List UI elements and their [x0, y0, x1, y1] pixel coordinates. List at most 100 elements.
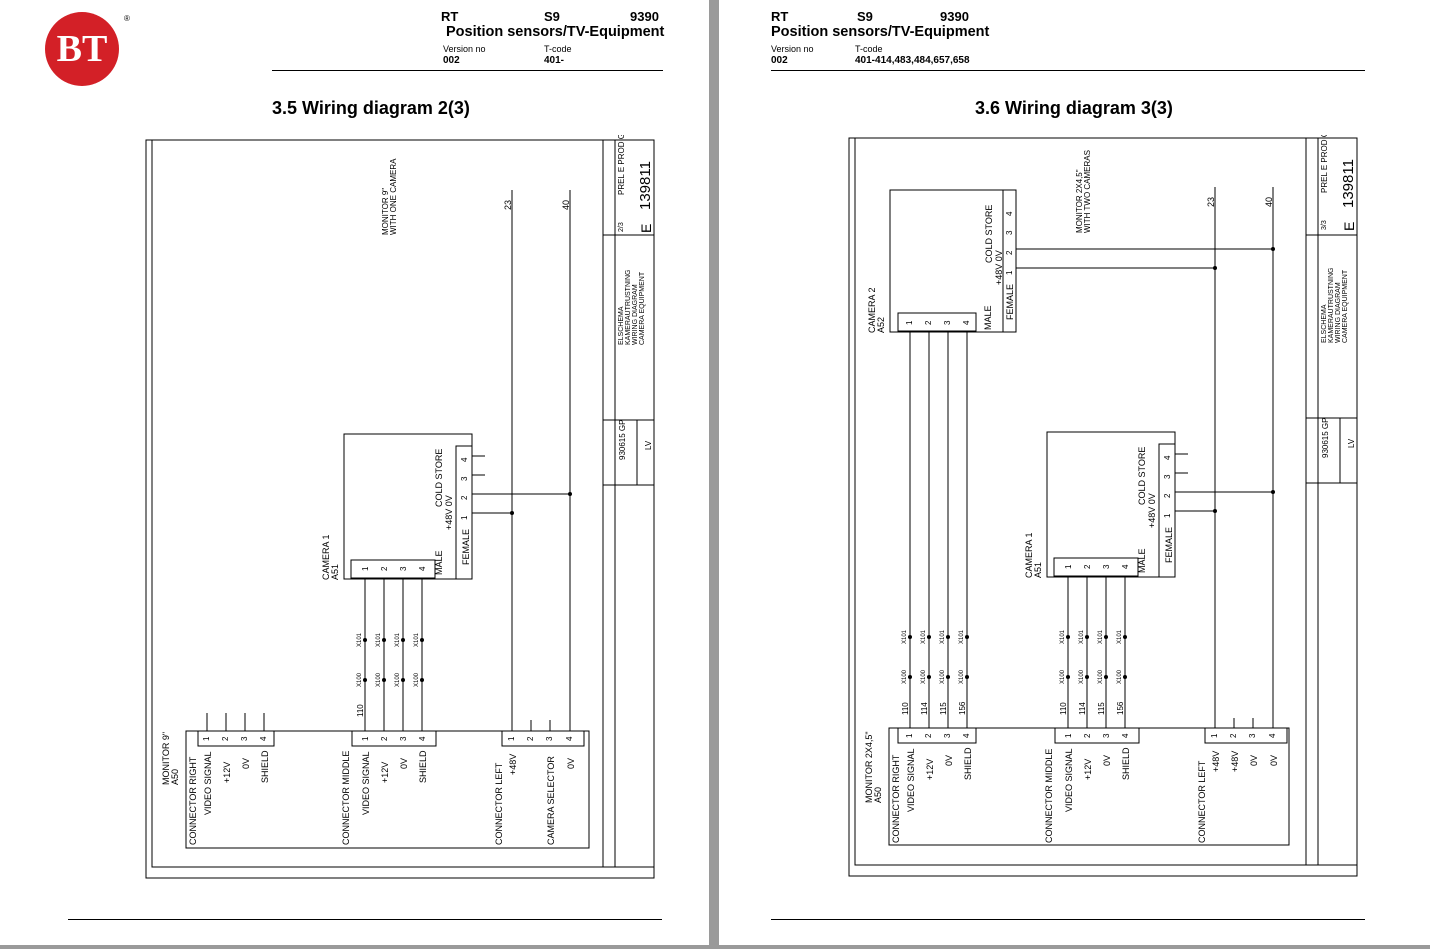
cr-label-4: SHIELD	[260, 750, 270, 783]
camera1-ref: A51	[1033, 562, 1043, 578]
cl-label-4: 0V	[1269, 755, 1279, 766]
rcable-1: 110	[901, 702, 910, 715]
female-pin-4: 4	[460, 457, 469, 462]
section-title: 3.5 Wiring diagram 2(3)	[272, 98, 470, 118]
rx100-2: X100	[921, 669, 927, 684]
version-label: Version no	[771, 44, 814, 54]
cr-label-3: 0V	[241, 758, 251, 769]
monitor-name: MONITOR 9"	[161, 732, 171, 785]
female-pin-2: 2	[460, 495, 469, 500]
cm-pin-2: 2	[1083, 733, 1092, 738]
tb-desc-2: KAMERAUTRUSTNING	[625, 270, 632, 345]
cl-label-1: +48V	[1211, 751, 1221, 772]
male-label: MALE	[434, 550, 444, 575]
tcode-label: T-code	[544, 44, 572, 54]
mx100-2: X100	[1079, 669, 1085, 684]
monitor-name: MONITOR 2X4,5"	[864, 731, 874, 803]
conn-middle-title: CONNECTOR MIDDLE	[1044, 749, 1054, 843]
tb-size: E	[1341, 222, 1357, 231]
camera2-female: FEMALE	[1005, 284, 1015, 320]
cam-pin-2: 2	[380, 566, 389, 571]
x100-1: X100	[357, 672, 363, 687]
cl-label-2: +48V	[1230, 751, 1240, 772]
female-pin-1: 1	[460, 515, 469, 520]
cr-pin-3: 3	[240, 736, 249, 741]
cl-label-3: CAMERA SELECTOR	[546, 756, 556, 845]
mcable-2: 114	[1078, 702, 1087, 715]
cam-pin-4: 4	[418, 566, 427, 571]
wire-23: 23	[1206, 197, 1216, 207]
tb-desc-4: CAMERA EQUIPMENT	[1342, 269, 1349, 343]
cr-pin-4: 4	[259, 736, 268, 741]
rx101-4: X101	[959, 629, 965, 644]
rx100-1: X100	[902, 669, 908, 684]
rx100-4: X100	[959, 669, 965, 684]
camera2-cold-store: COLD STORE	[984, 205, 994, 263]
cr-pin-1: 1	[905, 733, 914, 738]
cl-pin-4: 4	[565, 736, 574, 741]
mx101-1: X101	[1060, 629, 1066, 644]
cm-pin-3: 3	[1102, 733, 1111, 738]
cm-label-1: VIDEO SIGNAL	[1064, 748, 1074, 812]
cm-pin-4: 4	[1121, 733, 1130, 738]
wire-40: 40	[561, 200, 571, 210]
monitor-ref: A50	[873, 787, 883, 803]
cam2-fpin-3: 3	[1005, 230, 1014, 235]
section-title: 3.6 Wiring diagram 3(3)	[975, 98, 1173, 118]
tb-desc-1: ELSCHEMA	[1321, 304, 1328, 343]
rx101-2: X101	[921, 629, 927, 644]
tb-desc-3: WIRING DIAGRAM	[632, 284, 639, 345]
hdr-code-3: 9390	[630, 9, 659, 24]
cam1-pin-2: 2	[1083, 564, 1092, 569]
cam2-pin-1: 1	[905, 320, 914, 325]
tb-approved: LV	[644, 440, 653, 450]
mx100-3: X100	[1098, 669, 1104, 684]
cr-pin-2: 2	[924, 733, 933, 738]
cl-pin-2: 2	[526, 736, 535, 741]
page-left: BT ® RT S9 9390 Position sensors/TV-Equi…	[0, 0, 709, 945]
hdr-code-2: S9	[857, 9, 873, 24]
x101-3: X101	[395, 632, 401, 647]
camera1-cold-store: COLD STORE	[1137, 447, 1147, 505]
cr-pin-2: 2	[221, 736, 230, 741]
cam2-pin-4: 4	[962, 320, 971, 325]
x101-4: X101	[414, 632, 420, 647]
cam2-fpin-4: 4	[1005, 211, 1014, 216]
version-label: Version no	[443, 44, 486, 54]
cr-label-1: VIDEO SIGNAL	[906, 748, 916, 812]
wiring-diagram-3: MONITOR 2X4,5" WITH TWO CAMERAS 23 40 CA…	[848, 135, 1358, 877]
header-title: Position sensors/TV-Equipment	[771, 24, 990, 40]
cr-pin-1: 1	[202, 736, 211, 741]
monitor-note-1: MONITOR 9"	[381, 188, 390, 235]
header-rule	[771, 70, 1365, 71]
monitor-note-2: WITH TWO CAMERAS	[1083, 150, 1092, 233]
cam1-fpin-1: 1	[1163, 513, 1172, 518]
cm-label-3: 0V	[1102, 755, 1112, 766]
cl-label-4: 0V	[566, 758, 576, 769]
cm-label-4: SHIELD	[1121, 747, 1131, 780]
cm-label-2: +12V	[1083, 759, 1093, 780]
hdr-code-1: RT	[771, 9, 789, 24]
mcable-4: 156	[1116, 701, 1125, 715]
tb-desc-4: CAMERA EQUIPMENT	[639, 271, 646, 345]
cl-pin-1: 1	[507, 736, 516, 741]
monitor-note-1: MONITOR 2X4,5"	[1075, 169, 1084, 233]
cm-pin-4: 4	[418, 736, 427, 741]
tb-approved: LV	[1347, 438, 1356, 448]
cl-pin-1: 1	[1210, 733, 1219, 738]
camera2-name: CAMERA 2	[867, 287, 877, 333]
conn-right-title: CONNECTOR RIGHT	[891, 754, 901, 843]
cam1-fpin-3: 3	[1163, 474, 1172, 479]
rx101-1: X101	[902, 629, 908, 644]
version-value: 002	[443, 55, 460, 66]
tb-sheet: 3/3	[1321, 220, 1328, 230]
tb-drawing-no: 139811	[1340, 159, 1357, 208]
cr-label-2: +12V	[925, 759, 935, 780]
x101-2: X101	[376, 632, 382, 647]
cam2-pin-2: 2	[924, 320, 933, 325]
cr-label-4: SHIELD	[963, 747, 973, 780]
cam2-fpin-1: 1	[1005, 270, 1014, 275]
footer-rule	[68, 919, 662, 920]
header-title: Position sensors/TV-Equipment	[446, 24, 665, 40]
cm-pin-1: 1	[361, 736, 370, 741]
